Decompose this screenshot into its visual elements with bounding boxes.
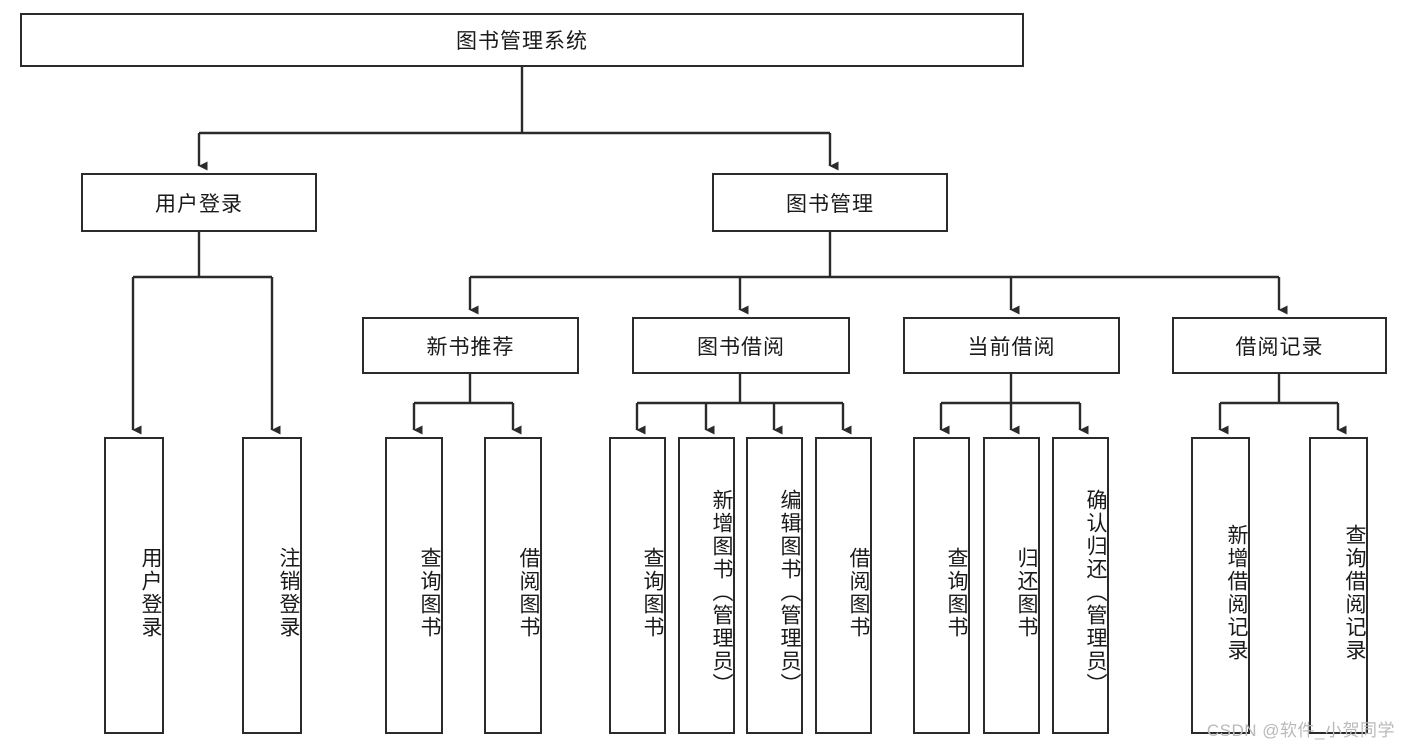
node-root-label: 图书管理系统 [456, 30, 588, 53]
node-book-borrow-label: 图书借阅 [697, 335, 785, 359]
node-leaf-query-book-3-label: 查询图书 [945, 546, 968, 639]
node-leaf-query-record-label: 查询借阅记录 [1343, 523, 1366, 662]
node-user-login-label: 用户登录 [155, 192, 243, 216]
node-new-book-recommend[interactable]: 新书推荐 [362, 317, 579, 374]
node-borrow-record-label: 借阅记录 [1235, 335, 1324, 359]
node-leaf-query-book-1-label: 查询图书 [418, 546, 441, 639]
node-leaf-query-book-2-label: 查询图书 [641, 546, 664, 639]
node-leaf-add-book[interactable]: 新增图书（管理员） [678, 437, 735, 734]
node-leaf-return-book[interactable]: 归还图书 [983, 437, 1040, 734]
node-leaf-logout[interactable]: 注销登录 [242, 437, 302, 734]
node-leaf-return-book-label: 归还图书 [1015, 546, 1038, 639]
node-book-manage[interactable]: 图书管理 [712, 173, 948, 232]
node-current-borrow[interactable]: 当前借阅 [903, 317, 1120, 374]
node-leaf-edit-book-label: 编辑图书（管理员） [778, 489, 801, 696]
node-leaf-query-book-1[interactable]: 查询图书 [385, 437, 443, 734]
node-leaf-borrow-book-1-label: 借阅图书 [517, 546, 540, 639]
node-leaf-confirm-return-label: 确认归还（管理员） [1084, 489, 1107, 696]
node-leaf-borrow-book-1[interactable]: 借阅图书 [484, 437, 542, 734]
node-user-login[interactable]: 用户登录 [81, 173, 317, 232]
node-leaf-user-login[interactable]: 用户登录 [104, 437, 164, 734]
node-root[interactable]: 图书管理系统 [20, 13, 1024, 67]
node-new-book-recommend-label: 新书推荐 [426, 335, 515, 359]
node-leaf-logout-label: 注销登录 [277, 546, 300, 639]
node-leaf-add-record[interactable]: 新增借阅记录 [1191, 437, 1250, 734]
node-leaf-confirm-return[interactable]: 确认归还（管理员） [1052, 437, 1109, 734]
node-leaf-user-login-label: 用户登录 [139, 546, 162, 639]
node-leaf-query-book-2[interactable]: 查询图书 [609, 437, 666, 734]
node-leaf-edit-book[interactable]: 编辑图书（管理员） [746, 437, 803, 734]
node-leaf-query-record[interactable]: 查询借阅记录 [1309, 437, 1368, 734]
node-current-borrow-label: 当前借阅 [967, 335, 1056, 359]
node-leaf-query-book-3[interactable]: 查询图书 [913, 437, 970, 734]
watermark: CSDN @软件_小贺同学 [1206, 721, 1395, 740]
node-leaf-borrow-book-2[interactable]: 借阅图书 [815, 437, 872, 734]
node-leaf-add-book-label: 新增图书（管理员） [710, 489, 733, 696]
node-book-manage-label: 图书管理 [786, 192, 874, 216]
node-borrow-record[interactable]: 借阅记录 [1172, 317, 1387, 374]
node-leaf-add-record-label: 新增借阅记录 [1225, 523, 1248, 662]
node-leaf-borrow-book-2-label: 借阅图书 [847, 546, 870, 639]
node-book-borrow[interactable]: 图书借阅 [632, 317, 850, 374]
